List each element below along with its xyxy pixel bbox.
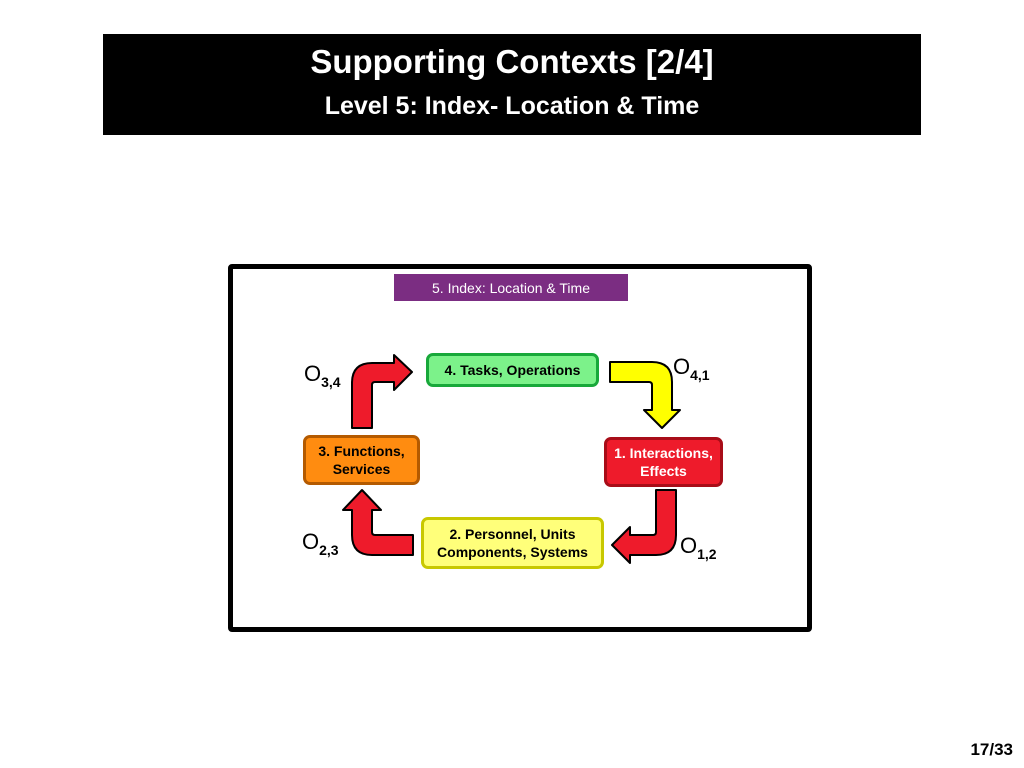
label-o23: O2,3 [302, 530, 339, 562]
slide-title: Supporting Contexts [2/4] [310, 43, 714, 80]
label-o41-base: O [673, 354, 691, 379]
node-interactions-line2: Effects [640, 463, 687, 479]
label-o34: O3,4 [304, 362, 341, 394]
node-personnel-line2: Components, Systems [437, 544, 588, 560]
label-o23-sub: 2,3 [319, 542, 339, 558]
node-interactions-effects: 1. Interactions, Effects [604, 437, 723, 487]
label-o12: O1,2 [680, 534, 717, 566]
page-number: 17/33 [970, 740, 1013, 759]
label-o12-base: O [680, 533, 698, 558]
label-o34-sub: 3,4 [321, 374, 341, 390]
label-o41-sub: 4,1 [690, 367, 710, 383]
slide-subtitle: Level 5: Index- Location & Time [324, 92, 700, 120]
node-interactions-line1: 1. Interactions, [614, 445, 713, 461]
node-personnel-line1: 2. Personnel, Units [449, 526, 576, 542]
arrow-personnel-to-functions [342, 489, 414, 556]
node-tasks-operations: 4. Tasks, Operations [426, 353, 599, 387]
title-bar: Supporting Contexts [2/4] Level 5: Index… [103, 34, 921, 135]
node-functions-line2: Services [332, 461, 391, 477]
arrow-functions-to-tasks [351, 354, 413, 429]
arrow-interactions-to-personnel [611, 489, 677, 564]
label-o12-sub: 1,2 [697, 546, 717, 562]
arrow-tasks-to-interactions [609, 361, 681, 429]
node-functions-line1: 3. Functions, [318, 443, 405, 459]
node-tasks-label: 4. Tasks, Operations [444, 362, 581, 378]
node-functions-services: 3. Functions, Services [303, 435, 420, 485]
label-o34-base: O [304, 361, 322, 386]
node-personnel-units: 2. Personnel, Units Components, Systems [421, 517, 604, 569]
diagram-header: 5. Index: Location & Time [394, 274, 628, 301]
label-o23-base: O [302, 529, 320, 554]
label-o41: O4,1 [673, 355, 710, 387]
